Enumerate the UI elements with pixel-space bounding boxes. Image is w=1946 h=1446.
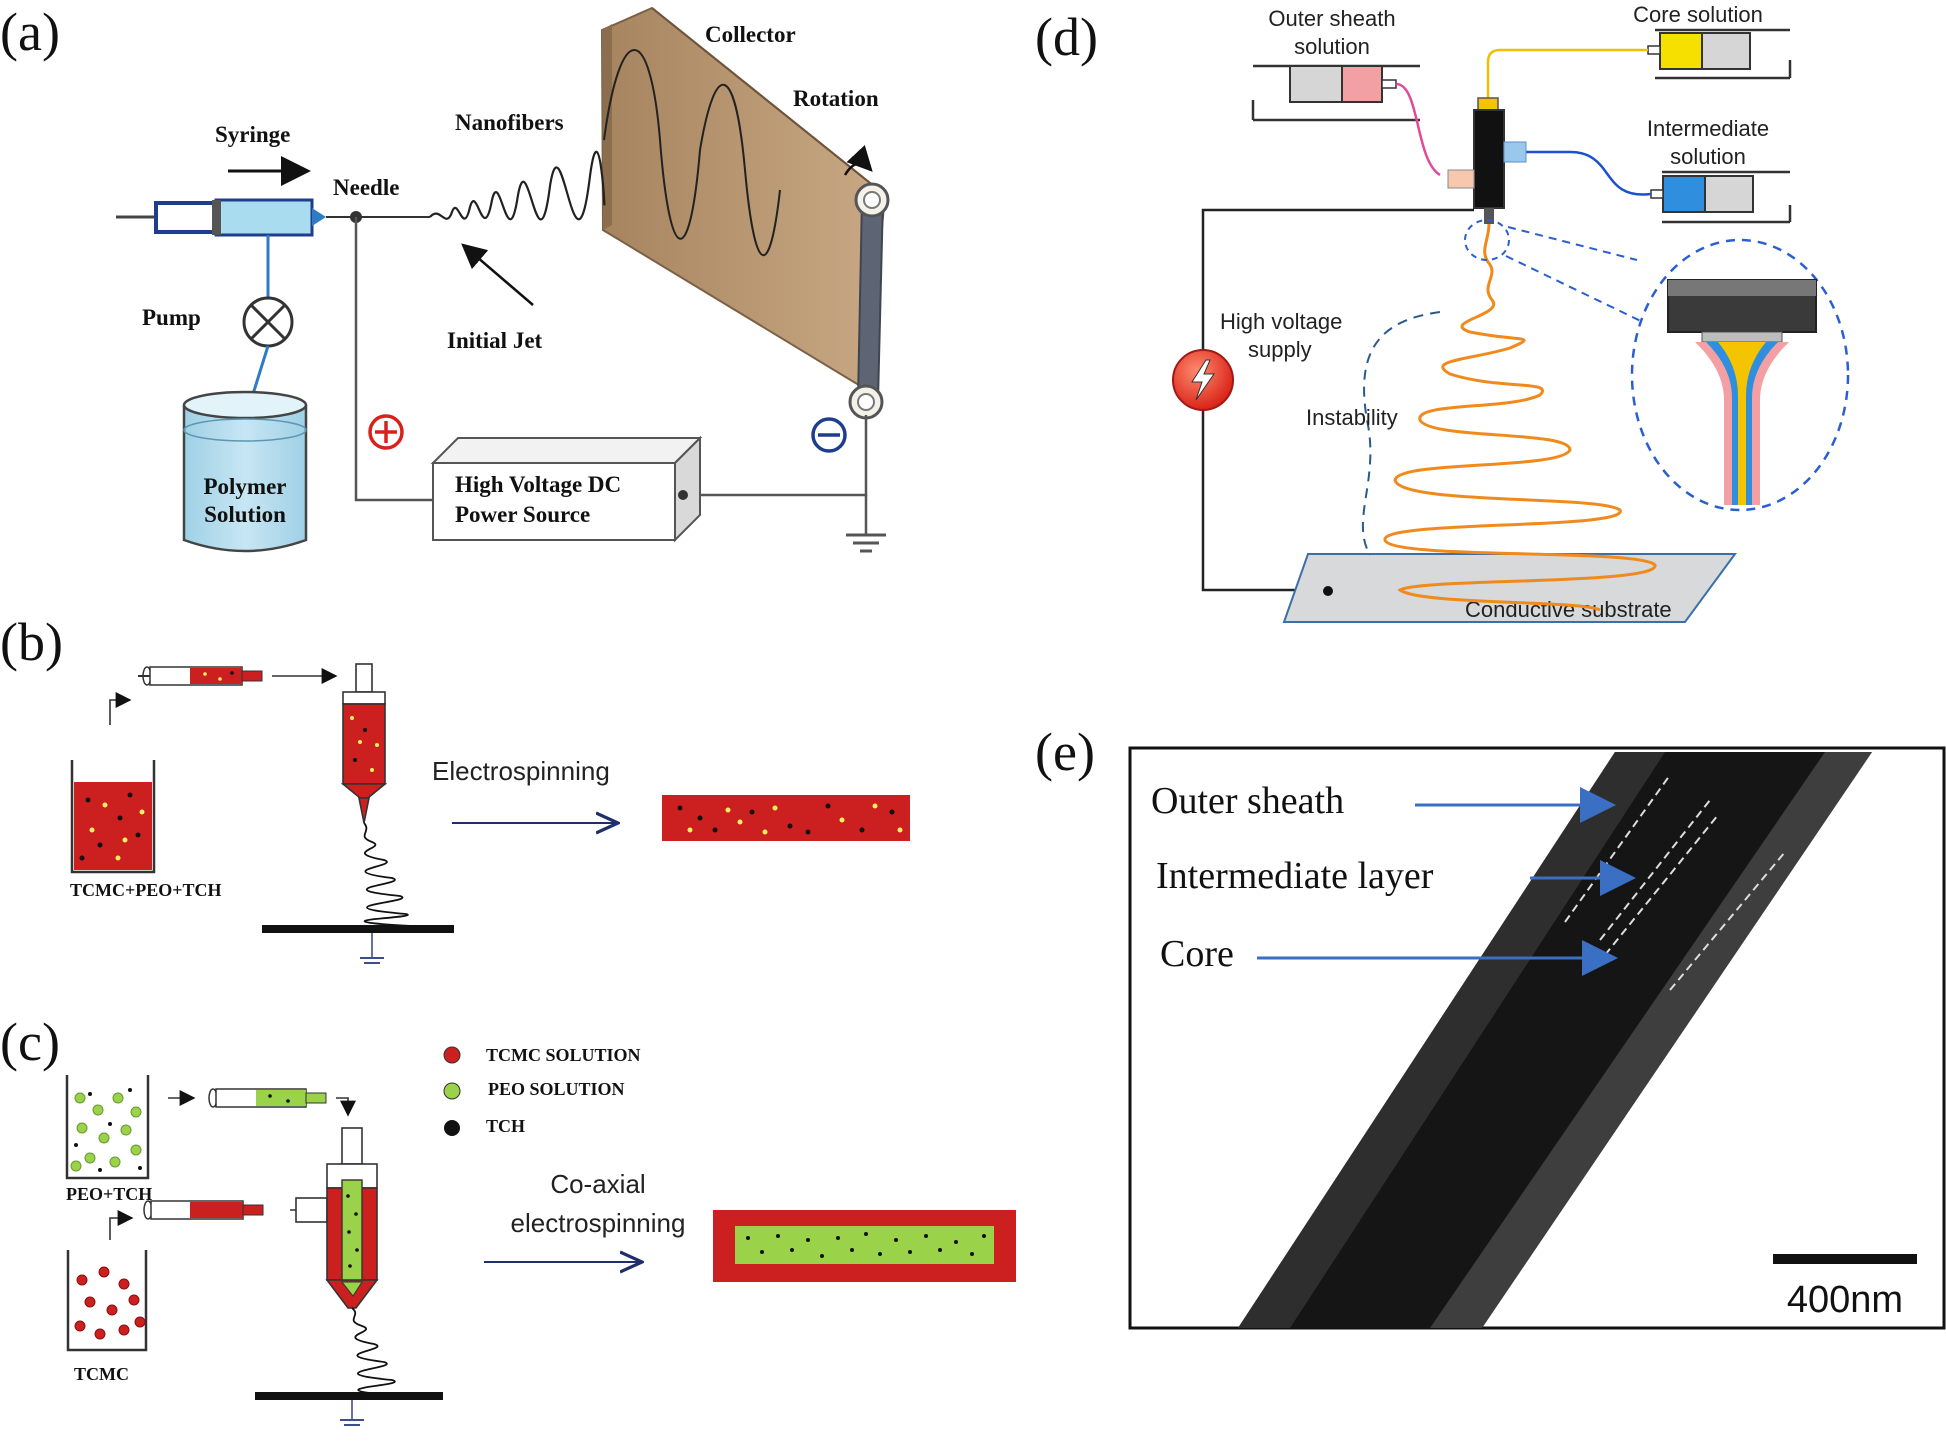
label-coaxial-2: electrospinning bbox=[511, 1208, 686, 1238]
label-nanofibers: Nanofibers bbox=[455, 110, 564, 135]
panel-letter-e: (e) bbox=[1035, 722, 1095, 782]
jet-c bbox=[351, 1307, 401, 1397]
label-coaxial-1: Co-axial bbox=[550, 1169, 645, 1199]
scale-bar-label: 400nm bbox=[1787, 1279, 1903, 1321]
scale-bar bbox=[1773, 1254, 1917, 1264]
label-inter-1: Intermediate bbox=[1647, 116, 1769, 141]
jet-b bbox=[363, 822, 413, 927]
small-syringe-red bbox=[143, 1200, 264, 1220]
collector-drum bbox=[600, 6, 890, 420]
nanofiber-coil bbox=[429, 150, 606, 221]
panel-a: Syringe Needle Nanofibers Collector Rota… bbox=[116, 6, 890, 553]
legend-swatch-tch bbox=[444, 1120, 460, 1136]
label-pump: Pump bbox=[142, 305, 201, 330]
label-power-1: High Voltage DC bbox=[455, 472, 621, 497]
panel-b: TCMC+PEO+TCH Electrospinning bbox=[70, 663, 910, 964]
label-polymer-2: Solution bbox=[204, 502, 286, 527]
label-inter-2: solution bbox=[1670, 144, 1746, 169]
label-intermediate-layer: Intermediate layer bbox=[1156, 855, 1434, 897]
small-syringe-green bbox=[208, 1088, 327, 1108]
fiber-c-core bbox=[735, 1226, 994, 1264]
label-outer-1: Outer sheath bbox=[1268, 6, 1395, 31]
syringe bbox=[116, 198, 430, 237]
conductive-substrate bbox=[1282, 553, 1737, 623]
panel-c: TCMC SOLUTION PEO SOLUTION TCH PEO+TCH bbox=[65, 1045, 1016, 1426]
label-outer-2: solution bbox=[1294, 34, 1370, 59]
vertical-syringe-b bbox=[340, 663, 388, 824]
legend-c: TCMC SOLUTION PEO SOLUTION TCH bbox=[443, 1045, 641, 1136]
panel-e: Outer sheath Intermediate layer Core 400… bbox=[1128, 746, 1946, 1330]
red-solution-beaker bbox=[74, 782, 152, 870]
triaxial-nozzle bbox=[1447, 97, 1527, 224]
small-syringe-b bbox=[138, 666, 263, 686]
label-needle: Needle bbox=[333, 175, 399, 200]
power-source-box bbox=[430, 435, 703, 543]
panel-d: Outer sheath solution Core solution Inte… bbox=[1172, 2, 1850, 623]
coaxial-nozzle bbox=[295, 1127, 379, 1309]
polymer-beaker bbox=[182, 390, 308, 553]
legend-label-tcmc: TCMC SOLUTION bbox=[486, 1045, 641, 1065]
fiber-b bbox=[662, 795, 910, 841]
label-instability: Instability bbox=[1306, 405, 1398, 430]
panel-letter-d: (d) bbox=[1035, 7, 1098, 67]
orange-jet bbox=[1383, 223, 1657, 612]
panel-letter-a: (a) bbox=[0, 2, 60, 62]
nozzle-cross-section bbox=[1667, 279, 1817, 505]
panel-letter-b: (b) bbox=[0, 612, 63, 672]
panel-letter-c: (c) bbox=[0, 1012, 60, 1072]
label-core-layer: Core bbox=[1160, 933, 1234, 975]
label-peo-tch: PEO+TCH bbox=[66, 1184, 152, 1204]
intermediate-syringe bbox=[1650, 170, 1792, 224]
legend-swatch-peo bbox=[443, 1082, 461, 1100]
label-rotation: Rotation bbox=[793, 86, 879, 111]
label-tcmc: TCMC bbox=[74, 1364, 129, 1384]
legend-swatch-tcmc bbox=[443, 1046, 461, 1064]
label-collector: Collector bbox=[705, 22, 796, 47]
label-core: Core solution bbox=[1633, 2, 1763, 27]
instability-outline bbox=[1361, 311, 1441, 556]
label-hv-2: supply bbox=[1248, 337, 1312, 362]
collector-plate-c bbox=[255, 1392, 443, 1400]
label-outer-sheath: Outer sheath bbox=[1151, 780, 1344, 822]
label-tcmc-peo-tch: TCMC+PEO+TCH bbox=[70, 880, 222, 900]
label-syringe: Syringe bbox=[215, 122, 290, 147]
legend-label-tch: TCH bbox=[486, 1116, 525, 1136]
legend-label-peo: PEO SOLUTION bbox=[488, 1079, 625, 1099]
label-initial-jet: Initial Jet bbox=[447, 328, 543, 353]
label-polymer-1: Polymer bbox=[203, 474, 286, 499]
tem-fiber bbox=[1238, 752, 1872, 1328]
core-syringe bbox=[1647, 28, 1792, 80]
label-electrospinning: Electrospinning bbox=[432, 756, 610, 786]
collector-plate-b bbox=[262, 925, 454, 933]
outer-sheath-syringe bbox=[1251, 64, 1420, 122]
minus-icon bbox=[811, 417, 847, 453]
plus-icon bbox=[368, 414, 404, 450]
label-power-2: Power Source bbox=[455, 502, 590, 527]
label-hv-1: High voltage bbox=[1220, 309, 1342, 334]
